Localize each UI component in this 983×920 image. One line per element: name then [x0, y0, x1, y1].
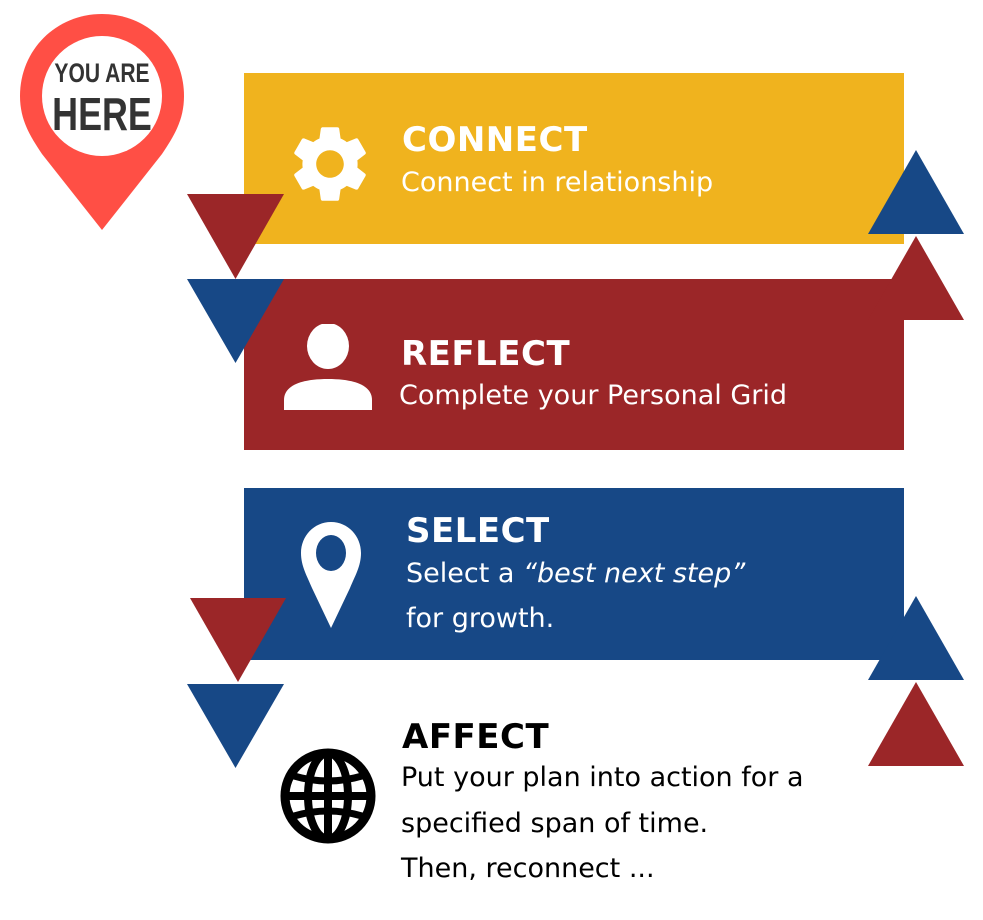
step-description-line-1: Put your plan into action for a [401, 762, 804, 793]
triangle-down-icon [187, 279, 284, 363]
step-title: AFFECT [402, 717, 550, 757]
globe-icon [280, 748, 376, 844]
triangle-up-icon [868, 236, 964, 320]
triangle-down-icon [190, 598, 286, 682]
step-reflect: REFLECT Complete your Personal Grid [244, 279, 904, 450]
step-affect: AFFECT Put your plan into action for a s… [244, 700, 904, 900]
triangle-down-icon [187, 684, 284, 768]
step-title: CONNECT [402, 120, 588, 160]
step-connect: CONNECT Connect in relationship [244, 73, 904, 244]
you-are-here-marker: YOU ARE HERE [18, 12, 186, 232]
step-description: Complete your Personal Grid [399, 380, 788, 411]
marker-line-1: YOU ARE [54, 58, 150, 88]
triangle-up-icon [868, 150, 964, 234]
step-description: Connect in relationship [401, 167, 714, 198]
step-description-line-2: for growth. [406, 603, 555, 634]
step-description: Select a “best next step” [406, 555, 745, 593]
triangle-up-icon [868, 682, 964, 766]
step-title: SELECT [406, 511, 550, 551]
description-prefix: Select a [406, 558, 524, 589]
location-pin-icon [301, 522, 361, 628]
description-emphasis: “best next step” [523, 558, 746, 589]
step-title: REFLECT [401, 334, 571, 374]
gear-icon [294, 127, 366, 201]
map-pin-icon [20, 14, 184, 230]
step-select: SELECT Select a “best next step” for gro… [244, 488, 904, 660]
step-description-line-2: specified span of time. [401, 808, 709, 839]
step-description-line-3: Then, reconnect ... [401, 853, 655, 884]
triangle-down-icon [187, 194, 284, 279]
marker-line-2: HERE [52, 88, 152, 140]
person-icon [284, 324, 372, 410]
triangle-up-icon [868, 596, 964, 680]
